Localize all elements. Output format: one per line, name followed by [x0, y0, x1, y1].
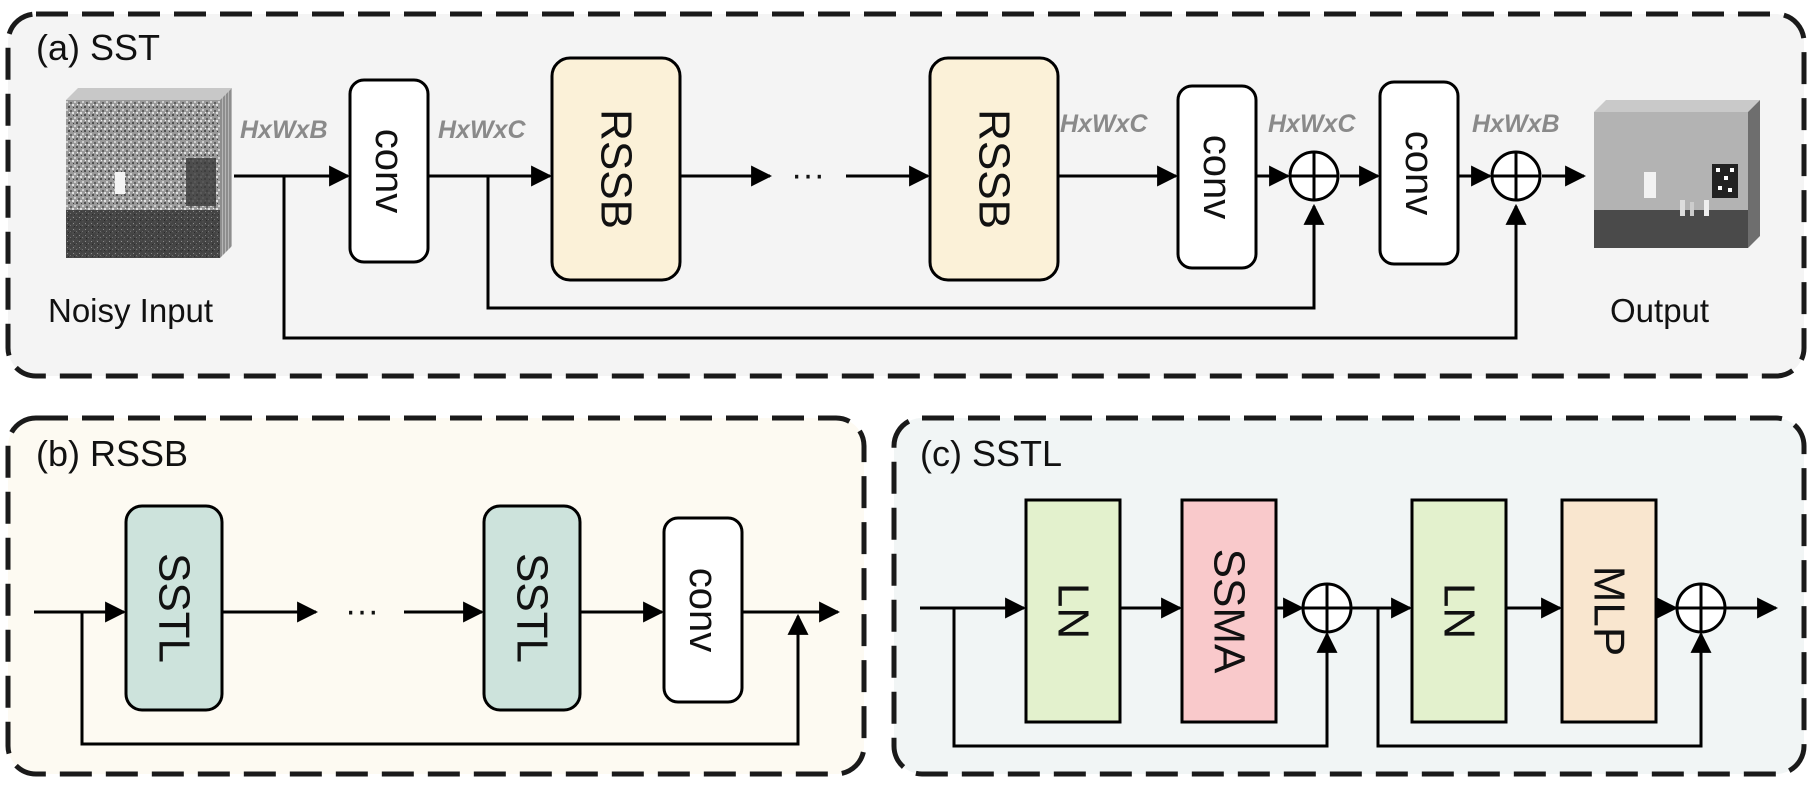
sstl-block-2: SSTL — [482, 504, 582, 712]
dim-label-rssb2: HxWxC — [1060, 110, 1148, 138]
rssb-block-1: RSSB — [550, 56, 682, 282]
noisy-input-caption: Noisy Input — [48, 292, 213, 329]
ellipsis-a: ··· — [791, 156, 825, 194]
ssma-block-label: SSMA — [1205, 549, 1254, 674]
skip-connection-inner — [486, 176, 1325, 310]
panel-sstl-title: (c) SSTL — [920, 433, 1062, 474]
conv-block-2-label: conv — [1195, 135, 1239, 220]
conv-block-2: conv — [1176, 84, 1258, 270]
conv-block-b-label: conv — [681, 568, 725, 653]
panel-sst: (a) SST Noisy Input — [5, 11, 1807, 379]
conv-block-3-label: conv — [1397, 131, 1441, 216]
dim-label-input: HxWxB — [240, 116, 328, 144]
sstl-block-2-label: SSTL — [508, 553, 557, 663]
panel-sst-title: (a) SST — [36, 27, 160, 68]
ellipsis-b: ··· — [345, 592, 379, 630]
dim-label-add2: HxWxB — [1472, 110, 1560, 138]
conv-block-1-label: conv — [367, 129, 411, 214]
skip-connection-c2 — [1376, 608, 1712, 748]
sstl-block-1-label: SSTL — [150, 553, 199, 663]
rssb-block-2-label: RSSB — [970, 109, 1019, 229]
rssb-block-1-label: RSSB — [592, 109, 641, 229]
add-node-c1 — [1301, 582, 1353, 634]
conv-block-3: conv — [1378, 80, 1460, 266]
dim-label-conv1: HxWxC — [438, 116, 526, 144]
noisy-input-image — [66, 88, 232, 258]
panel-sstl: (c) SSTL LN SSMA LN MLP — [891, 415, 1807, 777]
ln-block-2: LN — [1410, 498, 1508, 724]
skip-connection-c1 — [952, 608, 1338, 748]
ln-block-1: LN — [1024, 498, 1122, 724]
add-node-a1 — [1288, 150, 1340, 202]
skip-connection-outer — [282, 176, 1527, 340]
panel-rssb: (b) RSSB SSTL ··· SSTL conv — [5, 415, 867, 777]
panel-rssb-title: (b) RSSB — [36, 433, 188, 474]
sstl-block-1: SSTL — [124, 504, 224, 712]
output-image — [1594, 100, 1760, 248]
skip-connection-b — [80, 612, 809, 746]
conv-block-1: conv — [348, 78, 430, 264]
ssma-block: SSMA — [1180, 498, 1278, 724]
conv-block-b: conv — [662, 516, 744, 704]
ln-block-2-label: LN — [1435, 583, 1484, 639]
ln-block-1-label: LN — [1049, 583, 1098, 639]
add-node-a2 — [1490, 150, 1542, 202]
mlp-block-label: MLP — [1585, 566, 1634, 656]
dim-label-add1: HxWxC — [1268, 110, 1356, 138]
mlp-block: MLP — [1560, 498, 1658, 724]
output-caption: Output — [1610, 292, 1709, 329]
add-node-c2 — [1675, 582, 1727, 634]
rssb-block-2: RSSB — [928, 56, 1060, 282]
